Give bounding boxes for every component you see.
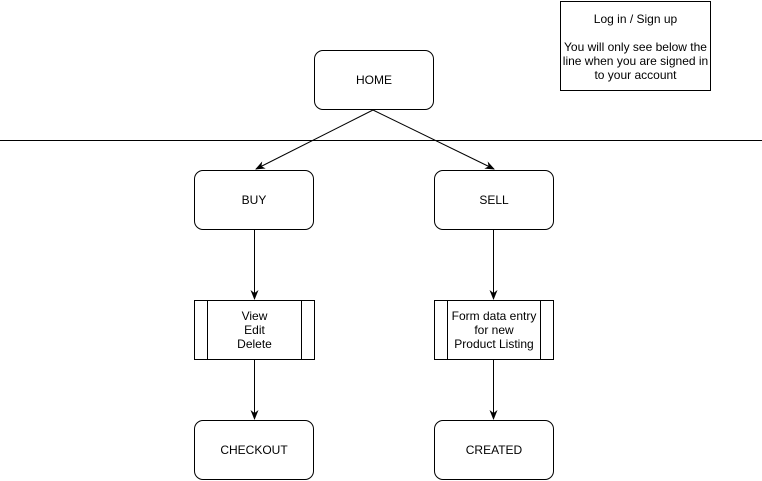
note-body: You will only see below the line when yo… — [562, 40, 709, 82]
sell-form-node: Form data entry for new Product Listing — [434, 300, 554, 360]
buy-node: BUY — [194, 170, 314, 230]
arrow-home-to-sell — [372, 109, 495, 170]
sell-node: SELL — [434, 170, 554, 230]
buy-actions-node: View Edit Delete — [194, 300, 315, 360]
sell-form-label: Form data entry for new Product Listing — [451, 309, 537, 351]
buy-node-label: BUY — [241, 193, 267, 207]
created-node-label: CREATED — [465, 443, 523, 457]
checkout-node: CHECKOUT — [194, 420, 314, 480]
home-node-label: HOME — [356, 73, 392, 87]
buy-actions-label: View Edit Delete — [237, 309, 272, 351]
checkout-node-label: CHECKOUT — [220, 443, 288, 457]
sell-node-label: SELL — [479, 193, 509, 207]
login-signup-note: Log in / Sign up You will only see below… — [560, 1, 711, 91]
note-title: Log in / Sign up — [593, 12, 678, 26]
created-node: CREATED — [434, 420, 554, 480]
home-node: HOME — [314, 50, 434, 110]
arrow-home-to-buy — [255, 109, 374, 170]
